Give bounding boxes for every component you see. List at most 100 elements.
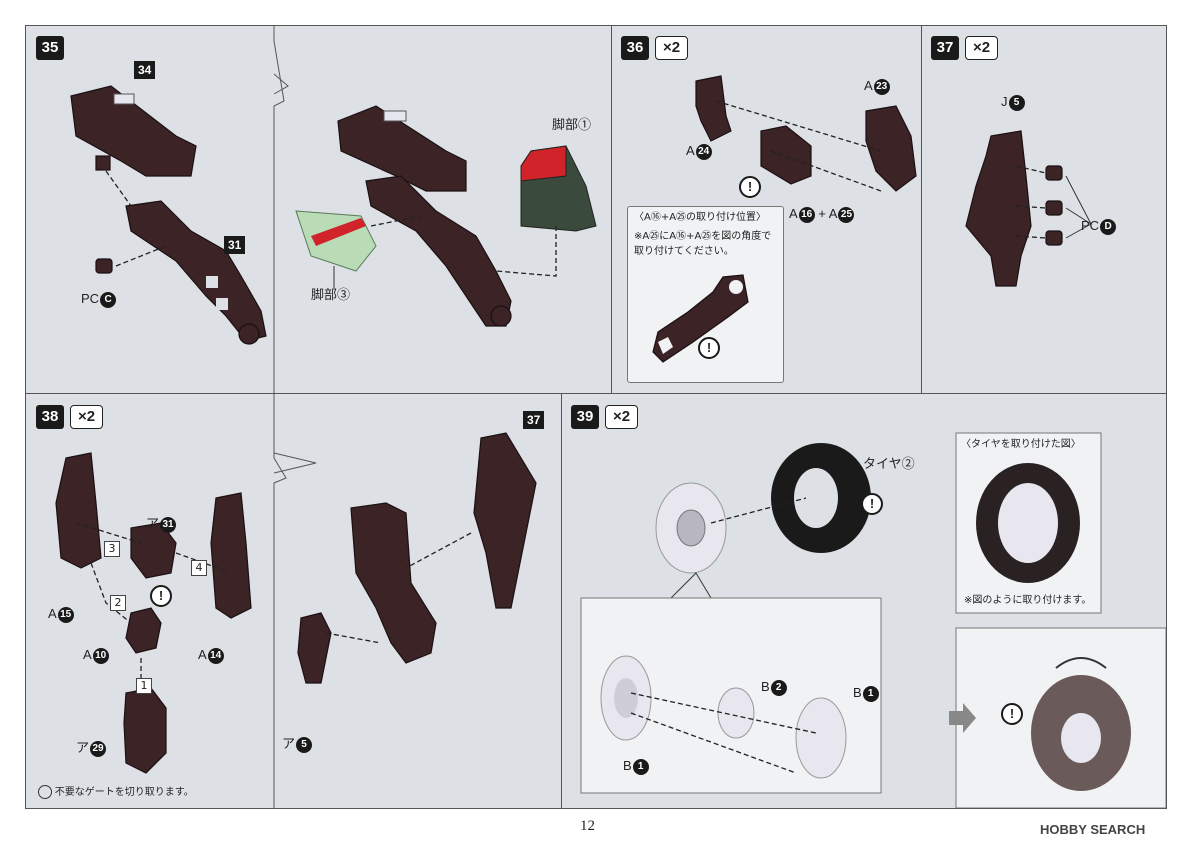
part-a25-prefix: A	[828, 206, 838, 221]
part-37-shape	[473, 432, 537, 609]
part-a14-prefix: A	[198, 647, 207, 662]
step-36-inset-note-2: 取り付けてください。	[634, 246, 734, 257]
part-b1-cover-prefix: B	[853, 685, 862, 700]
part-j5-prefix: J	[1001, 94, 1008, 109]
part-a31-id: 31	[160, 516, 177, 533]
part-a24-id: 24	[695, 143, 712, 160]
part-a29-shape	[123, 687, 167, 774]
gate-cut-note: 不要なゲートを切り取ります。	[38, 783, 194, 800]
step-36-multiplier: ×2	[655, 36, 689, 60]
part-a25-id: 25	[838, 206, 855, 223]
leg-part-3-plate	[295, 210, 377, 272]
gate-cut-note-text: 不要なゲートを切り取ります。	[54, 787, 194, 798]
leg-part-1-label: 脚部①	[552, 117, 592, 132]
step-38-warning-icon: !	[150, 585, 172, 607]
leg-part-3-label: 脚部③	[311, 287, 351, 302]
part-b1-cover-id: 1	[862, 685, 879, 702]
step-38-multiplier: ×2	[70, 405, 104, 429]
step-36-inset-illustration	[652, 274, 749, 363]
part-a5-prefix: ア	[282, 736, 296, 751]
brand-watermark: HOBBY SEARCH	[1040, 822, 1146, 837]
part-31-label: 31	[224, 236, 246, 254]
step-36-inset-note-1: ※A㉕にA⑯+A㉕を図の角度で	[634, 231, 772, 242]
step-37-multiplier: ×2	[965, 36, 999, 60]
tire-label: タイヤ②	[863, 456, 915, 471]
part-b1-rim-prefix: B	[623, 758, 632, 773]
part-a15-prefix: A	[48, 606, 57, 621]
tire-mounted-title: 〈タイヤを取り付けた図〉	[961, 439, 1081, 450]
part-34-gun-left	[70, 85, 197, 177]
part-34-label: 34	[134, 61, 156, 79]
part-a10-shape	[125, 607, 162, 654]
wheel-cover-b1	[795, 697, 847, 779]
part-a16-a25-shape	[760, 125, 812, 185]
step-36-illustration	[695, 75, 917, 192]
part-a5-shape	[297, 612, 332, 684]
leg-part-1-block	[520, 145, 597, 232]
part-b2-prefix: B	[761, 679, 770, 694]
step-39-tire-warning-icon: !	[861, 493, 883, 515]
step-36-inset-warning-icon: !	[698, 337, 720, 359]
part-j5-id: 5	[1008, 94, 1025, 111]
plus-sign: +	[818, 206, 826, 221]
pc-d-id: D	[1100, 218, 1117, 235]
pc-c-prefix: PC	[81, 291, 100, 306]
step-39-multiplier: ×2	[605, 405, 639, 429]
rotate-arrow-icon	[1055, 657, 1107, 669]
nipper-icon	[38, 785, 52, 800]
step-39-rotate-warning-icon: !	[1001, 703, 1023, 725]
wheel-rim-b1	[600, 655, 652, 741]
part-a23-shape	[865, 105, 917, 192]
pc-d-part-2	[1045, 200, 1063, 216]
instruction-sheet: 35	[25, 25, 1167, 809]
tire-ring	[771, 443, 871, 553]
seq-box-1: 1	[136, 678, 152, 694]
step-36-number: 36	[621, 36, 649, 60]
arrow-right-icon	[949, 703, 976, 733]
part-a16-prefix: A	[789, 206, 798, 221]
pc-c-part	[95, 258, 113, 274]
step-37-illustration	[965, 130, 1092, 287]
step-38-illustration	[55, 393, 537, 808]
part-a16-id: 16	[798, 206, 815, 223]
wheel-hub-b2	[717, 687, 755, 739]
tire-rotate-view	[1031, 675, 1131, 791]
step-35-panel: 35	[26, 26, 612, 394]
part-31-leg-chain-left	[125, 200, 267, 345]
pc-d-part-3	[1045, 230, 1063, 246]
leg-assembly-right	[350, 502, 437, 664]
part-a14-shape	[210, 492, 252, 619]
seq-box-2: 2	[110, 595, 126, 611]
part-b2-id: 2	[770, 679, 787, 696]
step-37-number: 37	[931, 36, 959, 60]
step-39-illustration	[580, 432, 1166, 808]
step-39-number: 39	[571, 405, 599, 429]
part-a23-prefix: A	[864, 78, 873, 93]
step-36-detail-inset: 〈A⑯+A㉕の取り付け位置〉 ※A㉕にA⑯+A㉕を図の角度で 取り付けてください…	[627, 206, 784, 383]
part-j5-shape	[965, 130, 1032, 287]
step-36-warning-icon: !	[739, 176, 761, 198]
part-b1-rim-id: 1	[632, 758, 649, 775]
part-a14-id: 14	[207, 647, 224, 664]
part-a5-id: 5	[296, 736, 313, 753]
pc-d-prefix: PC	[1081, 218, 1100, 233]
tire-mounted-view	[976, 463, 1080, 583]
tire-mounted-note: ※図のように取り付けます。	[964, 595, 1092, 606]
part-a24-prefix: A	[686, 143, 695, 158]
part-a29-id: 29	[90, 740, 107, 757]
assembled-leg-right	[337, 105, 512, 327]
part-a10-id: 10	[92, 647, 109, 664]
